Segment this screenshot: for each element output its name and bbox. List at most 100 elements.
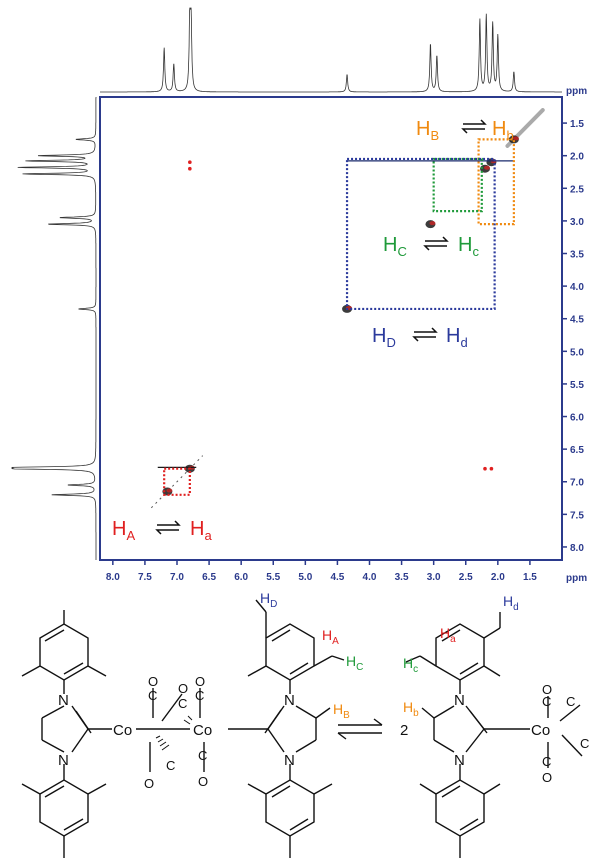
y-axis-ticks: 1.52.02.53.03.54.04.55.05.56.06.57.07.58… [562, 119, 584, 554]
cross-peak [188, 166, 192, 171]
equilibrium-arrow-icon [461, 119, 487, 134]
x-tick-label: 2.5 [459, 572, 473, 583]
y-axis-unit: ppm [566, 86, 587, 97]
monomer-aryl-top [405, 612, 501, 694]
left-projection-spectrum [11, 97, 97, 560]
atom-C: C [166, 758, 175, 773]
annotation-HC-Hc: HC Hc [383, 234, 479, 259]
y-tick-label: 5.5 [570, 380, 584, 391]
svg-text:Hb: Hb [492, 118, 514, 143]
y-tick-label: 8.0 [570, 543, 584, 554]
dimer-left-mesityl-top [21, 610, 107, 694]
atom-Co: Co [193, 722, 212, 739]
x-tick-label: 4.0 [363, 572, 377, 583]
x-tick-label: 6.0 [234, 572, 248, 583]
cross-peak [188, 160, 192, 165]
atom-C: C [566, 694, 575, 709]
atom-C: C [195, 688, 204, 703]
annotation-HB-Hb: HB Hb [416, 118, 514, 143]
cross-peak [489, 466, 494, 471]
atom-O: O [542, 770, 552, 785]
svg-text:HD: HD [372, 325, 396, 350]
svg-text:Hc: Hc [403, 655, 418, 675]
svg-text:HB: HB [333, 701, 350, 721]
atom-N: N [454, 692, 465, 709]
atom-N: N [284, 692, 295, 709]
svg-text:HC: HC [346, 653, 363, 673]
annotation-HA-Ha: HA Ha [112, 518, 212, 543]
y-tick-label: 4.0 [570, 282, 584, 293]
x-tick-label: 7.0 [170, 572, 184, 583]
y-tick-label: 6.5 [570, 445, 584, 456]
atom-C: C [148, 688, 157, 703]
y-tick-label: 2.0 [570, 152, 584, 163]
stoichiometry-2: 2 [400, 722, 408, 739]
y-tick-label: 4.5 [570, 315, 584, 326]
hash-bond [183, 715, 193, 725]
atom-O: O [195, 674, 205, 689]
atom-C: C [542, 694, 551, 709]
svg-text:Ha: Ha [190, 518, 212, 543]
diagonal-peak-core [484, 165, 490, 170]
diagonal-peak-core [166, 488, 173, 493]
proton-labels: HD HA HC HB Hd Ha Hc Hb [260, 590, 519, 721]
dimer-right-nhc-ring [264, 705, 331, 753]
y-tick-label: 6.0 [570, 413, 584, 424]
atom-O: O [542, 682, 552, 697]
x-tick-label: 2.0 [491, 572, 505, 583]
svg-text:HC: HC [383, 234, 407, 259]
y-tick-label: 2.5 [570, 184, 584, 195]
diagonal-peak-core [429, 221, 436, 226]
exchange-box-C [432, 157, 483, 213]
dimer-left-nhc-ring [41, 705, 112, 753]
top-projection-trace [100, 7, 562, 93]
equilibrium-arrow-icon [155, 520, 181, 535]
atom-Co: Co [531, 722, 550, 739]
x-tick-label: 1.5 [523, 572, 537, 583]
equilibrium-arrow-icon [412, 327, 438, 342]
svg-text:Hc: Hc [458, 234, 479, 259]
atom-N: N [454, 752, 465, 769]
atom-O: O [144, 776, 154, 791]
svg-text:Hb: Hb [403, 699, 419, 719]
svg-text:HD: HD [260, 590, 277, 610]
reaction-scheme [21, 599, 583, 858]
equilibrium-arrow-icon [423, 236, 449, 251]
atom-C: C [178, 696, 187, 711]
exchange-box-A [163, 467, 191, 496]
x-tick-label: 5.0 [298, 572, 312, 583]
equilibrium-arrow-icon [337, 718, 383, 740]
monomer-nhc-ring [421, 705, 530, 753]
diagonal-trace [150, 455, 204, 509]
x-tick-label: 5.5 [266, 572, 280, 583]
svg-text:HA: HA [112, 518, 135, 543]
contour-peaks [150, 108, 545, 509]
monomer-cobalt-carbonyls [547, 696, 583, 768]
left-projection-trace [11, 97, 97, 560]
atom-N: N [58, 752, 69, 769]
x-tick-label: 3.5 [395, 572, 409, 583]
monomer-mesityl-bottom [419, 764, 501, 858]
x-tick-label: 4.5 [330, 572, 344, 583]
svg-text:HA: HA [322, 627, 339, 647]
hash-bond [155, 735, 170, 751]
atom-N: N [284, 752, 295, 769]
x-tick-label: 6.5 [202, 572, 216, 583]
svg-text:HB: HB [416, 118, 439, 143]
atom-C: C [198, 748, 207, 763]
x-tick-label: 8.0 [106, 572, 120, 583]
cross-peak [483, 466, 487, 471]
svg-text:Ha: Ha [440, 625, 456, 645]
dimer-right-aryl-top [247, 599, 345, 694]
y-tick-label: 7.5 [570, 510, 584, 521]
y-tick-label: 3.0 [570, 217, 584, 228]
atom-C: C [580, 736, 589, 751]
atom-O: O [198, 774, 208, 789]
x-tick-label: 7.5 [138, 572, 152, 583]
annotation-HD-Hd: HD Hd [372, 325, 468, 350]
atom-O: O [178, 681, 188, 696]
atom-O: O [148, 674, 158, 689]
exchange-box-B [477, 138, 515, 226]
